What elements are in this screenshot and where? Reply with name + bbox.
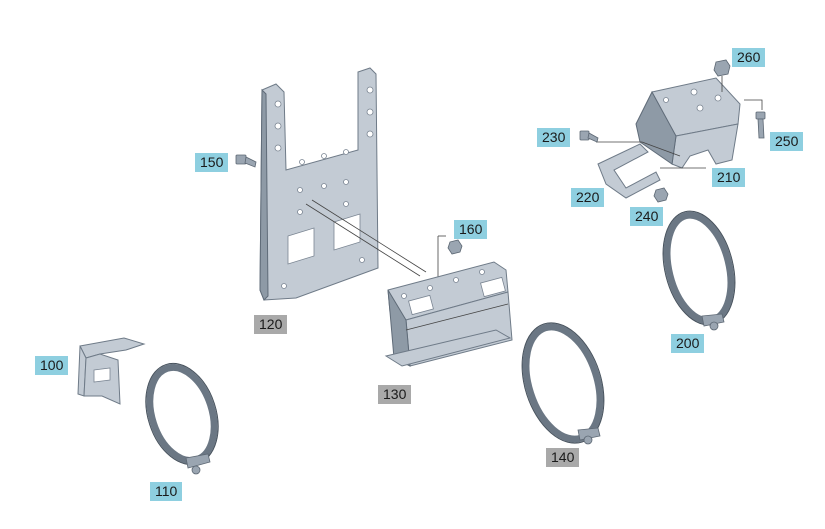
callout-100: 100 <box>35 356 69 375</box>
callout-220: 220 <box>571 188 605 207</box>
callout-110: 110 <box>150 482 183 501</box>
bolt-icon <box>755 111 766 139</box>
nut-icon <box>653 187 669 203</box>
bolt-icon <box>235 154 257 168</box>
callout-120: 120 <box>254 315 288 334</box>
callout-240: 240 <box>630 207 664 226</box>
nut-icon <box>713 59 731 77</box>
callout-140: 140 <box>546 448 580 467</box>
bracket-icon <box>77 337 146 405</box>
hose-clamp-icon <box>521 322 605 445</box>
callout-210: 210 <box>712 168 746 187</box>
bracket-icon <box>597 143 661 199</box>
callout-250: 250 <box>770 132 804 151</box>
callout-150: 150 <box>195 153 229 172</box>
callout-200: 200 <box>671 334 705 353</box>
hose-clamp-icon <box>145 362 219 475</box>
bracket-icon <box>635 77 763 169</box>
callout-260: 260 <box>732 48 766 67</box>
nut-icon <box>447 239 463 255</box>
hose-clamp-icon <box>662 210 736 331</box>
callout-130: 130 <box>378 385 412 404</box>
callout-160: 160 <box>454 220 488 239</box>
callout-230: 230 <box>537 128 571 147</box>
bolt-icon <box>579 130 599 143</box>
hinge-bracket-icon <box>384 261 513 367</box>
mounting-plate-icon <box>259 67 379 301</box>
